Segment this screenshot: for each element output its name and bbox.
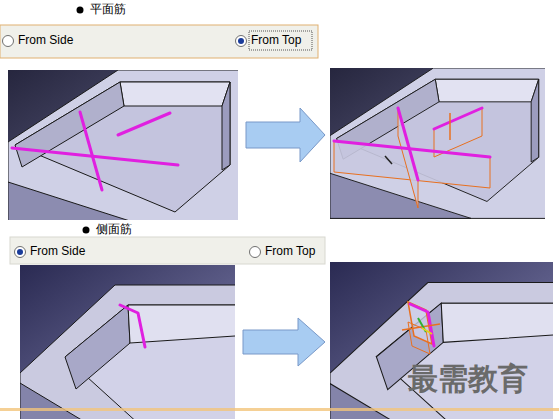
radio-option: From Top: [265, 244, 315, 258]
watermark: 最需教育: [408, 361, 528, 397]
part-view: [8, 70, 238, 220]
radio-button: [236, 36, 247, 47]
section-heading: 平面筋: [90, 2, 126, 16]
radio-option: From Top: [251, 33, 301, 47]
step-arrow: [243, 318, 325, 366]
bullet: [77, 7, 84, 14]
mode-panel: [10, 237, 325, 264]
radio-button: [3, 36, 14, 47]
bullet: [83, 227, 90, 234]
radio-option: From Side: [18, 33, 73, 47]
part-view: [330, 262, 553, 419]
footer-bar: [0, 408, 559, 411]
radio-button: [250, 247, 261, 258]
mode-panel: [0, 25, 318, 58]
part-view: [20, 265, 235, 419]
section-heading: 侧面筋: [96, 222, 132, 236]
focus-box: [249, 31, 312, 50]
step-arrow: [246, 108, 325, 162]
radio-dot: [238, 38, 244, 44]
radio-button: [15, 247, 26, 258]
radio-option: From Side: [30, 244, 85, 258]
part-view: [330, 68, 545, 218]
radio-dot: [17, 249, 23, 255]
